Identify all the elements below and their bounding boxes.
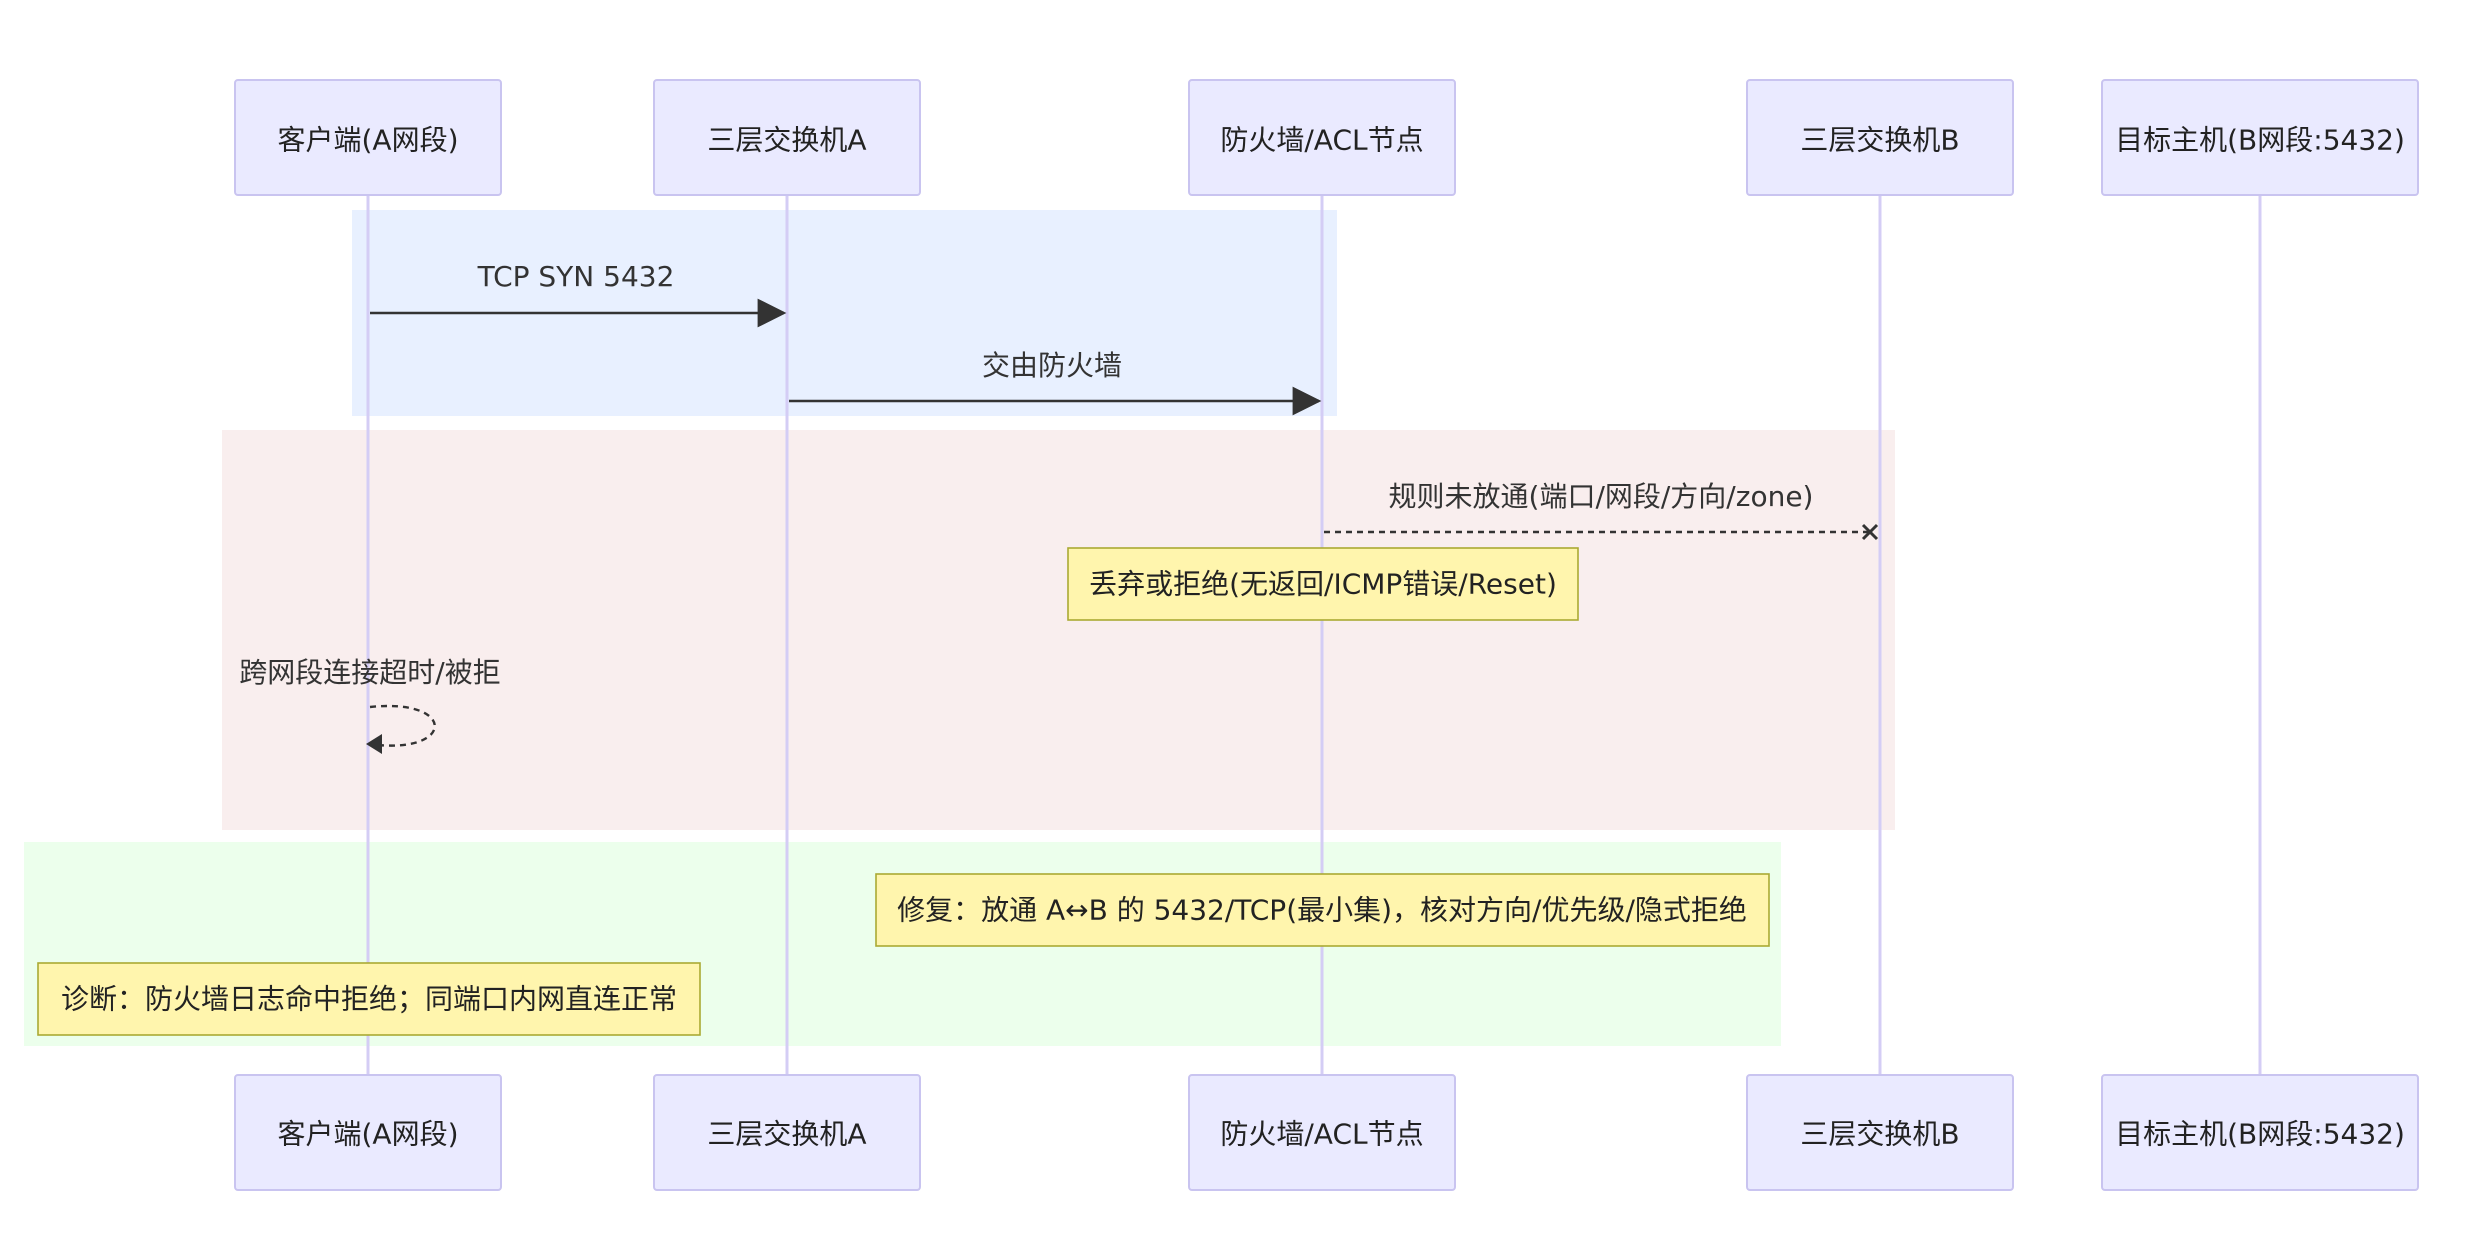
note-text: 丢弃或拒绝(无返回/ICMP错误/Reset) xyxy=(1089,568,1557,601)
participant-label: 三层交换机A xyxy=(707,1118,866,1151)
participant-firewall-bottom: 防火墙/ACL节点 xyxy=(1188,1074,1456,1191)
participant-label: 目标主机(B网段:5432) xyxy=(2115,1118,2405,1151)
participant-label: 三层交换机B xyxy=(1800,1118,1959,1151)
participant-switch-b-top: 三层交换机B xyxy=(1746,79,2014,196)
participant-switch-b-bottom: 三层交换机B xyxy=(1746,1074,2014,1191)
message-tcp-syn: TCP SYN 5432 xyxy=(370,260,787,328)
participant-target-host-top: 目标主机(B网段:5432) xyxy=(2101,79,2419,196)
participant-switch-a-bottom: 三层交换机A xyxy=(653,1074,921,1191)
message-rule-not-allowed: 规则未放通(端口/网段/方向/zone) xyxy=(1324,480,1879,541)
region-blocked xyxy=(222,430,1895,830)
arrowhead-icon xyxy=(366,734,382,754)
message-forward-to-firewall: 交由防火墙 xyxy=(789,349,1322,416)
message-arrow xyxy=(369,704,436,747)
participant-label: 防火墙/ACL节点 xyxy=(1220,124,1423,157)
participant-label: 三层交换机B xyxy=(1800,124,1959,157)
participant-label: 客户端(A网段) xyxy=(277,1118,458,1151)
message-label: 规则未放通(端口/网段/方向/zone) xyxy=(1389,480,1814,513)
note-text: 修复：放通 A↔B 的 5432/TCP(最小集)，核对方向/优先级/隐式拒绝 xyxy=(897,894,1747,927)
participant-label: 防火墙/ACL节点 xyxy=(1220,1118,1423,1151)
note-text: 诊断：防火墙日志命中拒绝；同端口内网直连正常 xyxy=(61,983,677,1016)
participant-client-top: 客户端(A网段) xyxy=(234,79,502,196)
participant-switch-a-top: 三层交换机A xyxy=(653,79,921,196)
participant-target-host-bottom: 目标主机(B网段:5432) xyxy=(2101,1074,2419,1191)
cross-icon xyxy=(1861,523,1879,541)
participant-firewall-top: 防火墙/ACL节点 xyxy=(1188,79,1456,196)
note-diagnosis: 诊断：防火墙日志命中拒绝；同端口内网直连正常 xyxy=(37,962,701,1036)
note-fix: 修复：放通 A↔B 的 5432/TCP(最小集)，核对方向/优先级/隐式拒绝 xyxy=(875,873,1770,947)
participant-client-bottom: 客户端(A网段) xyxy=(234,1074,502,1191)
participant-label: 目标主机(B网段:5432) xyxy=(2115,124,2405,157)
message-self-timeout: 跨网段连接超时/被拒 xyxy=(239,656,501,754)
message-label: 交由防火墙 xyxy=(982,349,1122,382)
message-label: TCP SYN 5432 xyxy=(477,260,675,293)
participant-label: 三层交换机A xyxy=(707,124,866,157)
message-label: 跨网段连接超时/被拒 xyxy=(239,656,500,689)
participant-label: 客户端(A网段) xyxy=(277,124,458,157)
note-drop-or-reject: 丢弃或拒绝(无返回/ICMP错误/Reset) xyxy=(1067,547,1579,621)
